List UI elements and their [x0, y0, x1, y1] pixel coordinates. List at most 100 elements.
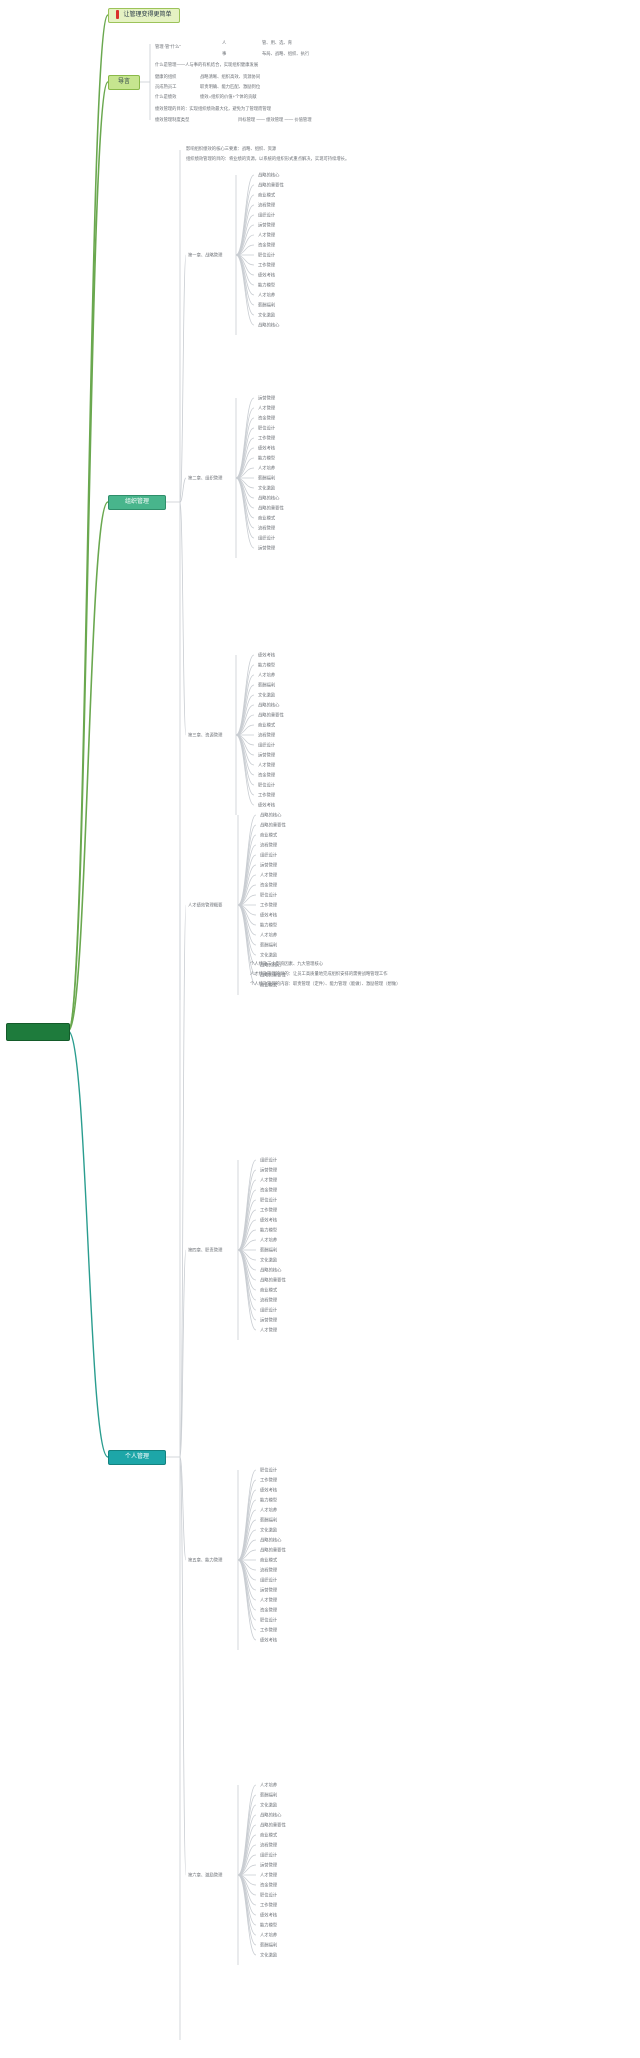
topic-simplify-management[interactable]: 让管理变得更简单 [108, 8, 180, 23]
org-leaf: 商业模式 [258, 192, 276, 199]
personal-leaf: 组织设计 [260, 1577, 278, 1584]
personal-leaf: 人才培养 [260, 1507, 278, 1514]
personal-leaf: 战略的重要性 [260, 1822, 286, 1829]
personal-leaf: 流程管理 [260, 1842, 278, 1849]
personal-leaf: 战略的核心 [260, 962, 282, 969]
org-leaf: 能力模型 [258, 455, 276, 462]
org-sub-connector [235, 254, 255, 306]
org-leaf: 资金管理 [258, 242, 276, 249]
personal-sub-connector [237, 1559, 257, 1621]
org-sub-connector [235, 214, 255, 256]
personal-leaf: 流程管理 [260, 1567, 278, 1574]
org-leaf: 职位设计 [258, 425, 276, 432]
org-leaf: 绩效考核 [258, 445, 276, 452]
personal-leaf: 人才培养 [260, 1932, 278, 1939]
personal-chapter-connector [179, 1456, 187, 1876]
org-leaf: 职位设计 [258, 252, 276, 259]
personal-sub-connector [237, 1219, 257, 1251]
org-leaf: 绩效考核 [258, 272, 276, 279]
org-leaf: 薪酬福利 [258, 302, 275, 309]
root-node[interactable] [6, 1023, 70, 1041]
personal-leaf: 人才培养 [260, 1782, 278, 1789]
personal-chapter-connector [179, 1456, 187, 1561]
org-leaf: 组织设计 [258, 212, 276, 219]
org-leaf: 薪酬福利 [258, 475, 275, 482]
personal-leaf: 运营管理 [260, 1167, 278, 1174]
org-sub-connector [235, 674, 255, 736]
org-leaf: 商业模式 [258, 722, 276, 729]
personal-leaf: 文化激励 [260, 1527, 277, 1534]
org-leaf: 文化激励 [258, 312, 275, 319]
topic-personal-management[interactable]: 个人管理 [108, 1450, 166, 1465]
org-sub-connector [235, 734, 255, 786]
org-sub-connector [235, 704, 255, 736]
personal-leaf: 组织设计 [260, 1157, 278, 1164]
personal-sub-connector [237, 1249, 257, 1311]
org-leaf: 职位设计 [258, 782, 276, 789]
personal-leaf: 资金管理 [260, 882, 278, 889]
personal-leaf: 组织设计 [260, 1307, 278, 1314]
org-leaf: 资金管理 [258, 772, 276, 779]
org-leaf: 工作管理 [258, 435, 276, 442]
personal-sub-connector [237, 904, 257, 986]
personal-leaf: 人才管理 [260, 872, 278, 879]
org-leaf: 战略的重要性 [258, 505, 284, 512]
org-chapter-label: 第一章、战略管理 [188, 252, 223, 259]
org-leaf: 绩效考核 [258, 802, 276, 809]
org-leaf: 文化激励 [258, 692, 275, 699]
personal-sub-connector [237, 1519, 257, 1561]
personal-leaf: 工作管理 [260, 1207, 278, 1214]
org-leaf: 商业模式 [258, 515, 276, 522]
org-leaf: 组织设计 [258, 742, 276, 749]
personal-leaf: 能力模型 [260, 1227, 278, 1234]
intro-leaf: 目标管理 —— 绩效管理 —— 价值管理 [238, 116, 312, 123]
org-leaf: 流程管理 [258, 202, 276, 209]
intro-leaf: 管理·管“什么” [155, 43, 181, 50]
personal-chapter-connector [179, 904, 187, 1458]
personal-leaf: 运营管理 [260, 1317, 278, 1324]
intro-leaf: 管、用、选、育 [262, 39, 293, 46]
personal-leaf: 薪酬福利 [260, 1942, 277, 1949]
intro-leaf: 什么是管理——人与事的有机结合，实现组织健康发展 [155, 61, 259, 68]
personal-sub-connector [237, 1874, 257, 1936]
org-leaf: 战略的核心 [258, 322, 280, 329]
org-leaf: 流程管理 [258, 525, 276, 532]
org-sub-connector [235, 254, 255, 316]
org-leaf: 组织设计 [258, 535, 276, 542]
root-connector [67, 501, 109, 1032]
personal-leaf: 薪酬福利 [260, 1517, 277, 1524]
org-leaf: 运营管理 [258, 222, 276, 229]
personal-leaf: 商业模式 [260, 1832, 278, 1839]
personal-leaf: 运营管理 [260, 1587, 278, 1594]
personal-leaf: 职位设计 [260, 892, 278, 899]
org-leaf: 工作管理 [258, 792, 276, 799]
topic-introduction[interactable]: 导言 [108, 75, 140, 90]
personal-leaf: 职位设计 [260, 1197, 278, 1204]
org-sub-connector [235, 477, 255, 539]
personal-leaf: 战略的重要性 [260, 822, 286, 829]
personal-leaf: 职位设计 [260, 1467, 278, 1474]
personal-leaf: 战略的核心 [260, 812, 282, 819]
personal-leaf: 绩效考核 [260, 1487, 278, 1494]
personal-leaf: 战略的重要性 [260, 1277, 286, 1284]
intro-leaf: 战略清晰、组织高效、资源协同 [200, 73, 260, 80]
personal-leaf: 人才管理 [260, 1177, 278, 1184]
org-leaf: 战略的核心 [258, 172, 280, 179]
topic-organization-management[interactable]: 组织管理 [108, 495, 166, 510]
topic-label: 让管理变得更简单 [123, 12, 172, 18]
personal-leaf: 流程管理 [260, 1297, 278, 1304]
personal-leaf: 薪酬福利 [260, 942, 277, 949]
org-leaf: 人才培养 [258, 292, 276, 299]
personal-leaf: 资金管理 [260, 1607, 278, 1614]
personal-leaf: 能力模型 [260, 922, 278, 929]
personal-leaf: 商业模式 [260, 1557, 278, 1564]
personal-leaf: 绩效考核 [260, 1217, 278, 1224]
personal-leaf: 工作管理 [260, 902, 278, 909]
personal-leaf: 绩效考核 [260, 912, 278, 919]
personal-leaf: 战略的核心 [260, 1537, 282, 1544]
org-chapter-connector [179, 477, 187, 503]
org-leaf: 绩效考核 [258, 652, 276, 659]
personal-sub-connector [237, 1559, 257, 1641]
org-intro-leaf: 组织绩效管理的目的：将业绩的资源，以系统的组织形式重点解决，实现可持续增长。 [186, 155, 349, 162]
